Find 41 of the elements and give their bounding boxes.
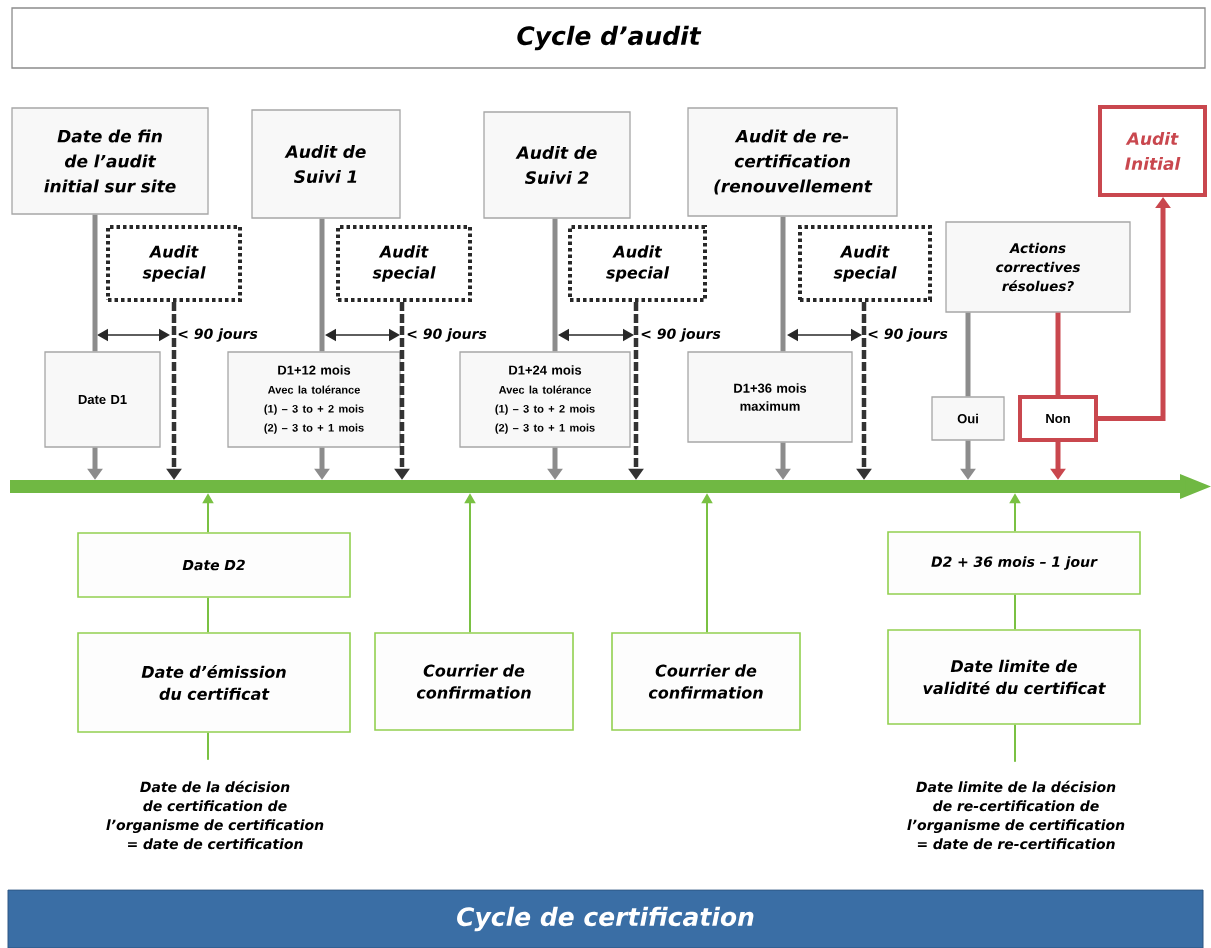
- connector-line: [965, 312, 971, 397]
- connector-line: [552, 218, 558, 352]
- audit-box: Audit de Suivi 1: [251, 109, 401, 219]
- connector-line: [207, 596, 209, 634]
- audit-box: Audit de re-certification (renouvellement: [687, 107, 898, 217]
- special-audit-box: Audit special: [798, 225, 932, 302]
- connector-line: [207, 731, 209, 761]
- caption-banner: Cycle de certification: [7, 889, 1204, 948]
- letter-box: Courrier de confirmation: [611, 632, 801, 731]
- date-box: Date D1: [44, 351, 161, 448]
- certificate-box: Date limite de validité du certificat: [887, 629, 1141, 725]
- audit-box: Date de fin de l’audit initial sur site: [11, 107, 209, 215]
- date-box: D1+36 mois maximum: [687, 351, 853, 443]
- connector-line: [780, 216, 786, 352]
- connector-line: [1014, 723, 1016, 763]
- dimension-label: < 90 jours: [178, 328, 258, 342]
- special-audit-box: Audit special: [568, 225, 707, 302]
- audit-box: Audit de Suivi 2: [483, 111, 631, 219]
- note-text: Date de la décision de certification de l’organisme de certification = date de certification: [90, 760, 340, 870]
- certificate-box: Date d’émission du certificat: [77, 632, 351, 733]
- special-audit-box: Audit special: [336, 225, 472, 302]
- question-box: Actions correctives résolues?: [945, 221, 1131, 313]
- title-banner: Cycle d’audit: [11, 7, 1206, 69]
- connector-line: [92, 214, 98, 352]
- date-box: D2 + 36 mois – 1 jour: [887, 531, 1141, 595]
- date-box: Date D2: [77, 532, 351, 598]
- timeline-arrow: [10, 474, 1211, 499]
- special-audit-box: Audit special: [106, 225, 242, 302]
- answer-box: Non: [1018, 395, 1098, 442]
- answer-box: Oui: [931, 396, 1005, 441]
- date-box: D1+12 mois Avec la tolérance (1) – 3 to + 2 mois (2) – 3 to + 1 mois: [227, 351, 401, 448]
- audit-box: Audit Initial: [1098, 105, 1207, 197]
- dimension-label: < 90 jours: [641, 328, 721, 342]
- dimension-label: < 90 jours: [407, 328, 487, 342]
- date-box: D1+24 mois Avec la tolérance (1) – 3 to + 2 mois (2) – 3 to + 1 mois: [459, 351, 631, 448]
- connector-line: [1055, 312, 1061, 395]
- letter-box: Courrier de confirmation: [374, 632, 574, 731]
- note-text: Date limite de la décision de re-certification de l’organisme de certification = date de re-certification: [888, 762, 1144, 868]
- connector-line: [319, 218, 325, 352]
- connector-line: [1014, 593, 1016, 631]
- dimension-label: < 90 jours: [868, 328, 948, 342]
